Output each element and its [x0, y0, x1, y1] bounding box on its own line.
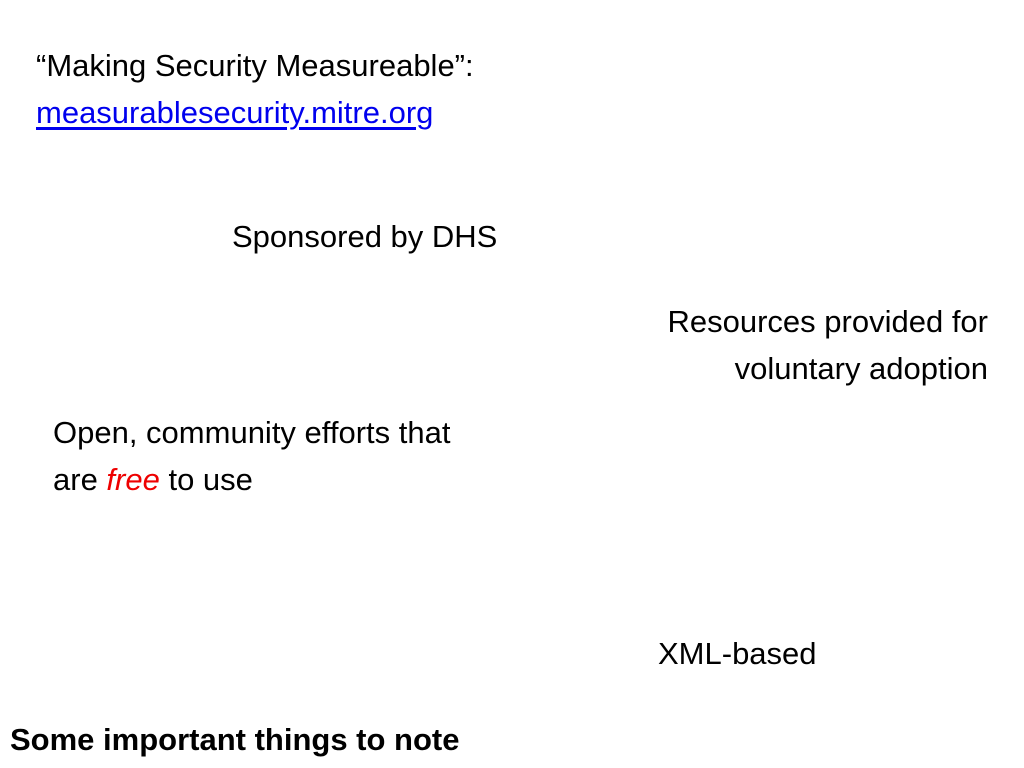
resources-line-2: voluntary adoption: [734, 351, 988, 386]
open-efforts-prefix: are: [53, 462, 107, 497]
resources-block: Resources provided for voluntary adoptio…: [668, 298, 989, 392]
free-emphasis: free: [106, 462, 160, 497]
heading-title: “Making Security Measureable”:: [36, 48, 474, 83]
open-efforts-block: Open, community efforts that are free to…: [53, 409, 450, 503]
xml-based-text: XML-based: [658, 636, 817, 671]
sponsored-text: Sponsored by DHS: [232, 219, 498, 254]
mitre-link[interactable]: measurablesecurity.mitre.org: [36, 95, 434, 130]
note-heading: Some important things to note: [10, 722, 460, 757]
heading-block: “Making Security Measureable”: measurabl…: [36, 42, 474, 136]
resources-line-1: Resources provided for: [667, 304, 989, 339]
open-efforts-line-2: are free to use: [53, 456, 450, 503]
open-efforts-line-1: Open, community efforts that: [53, 415, 451, 450]
open-efforts-suffix: to use: [159, 462, 253, 497]
